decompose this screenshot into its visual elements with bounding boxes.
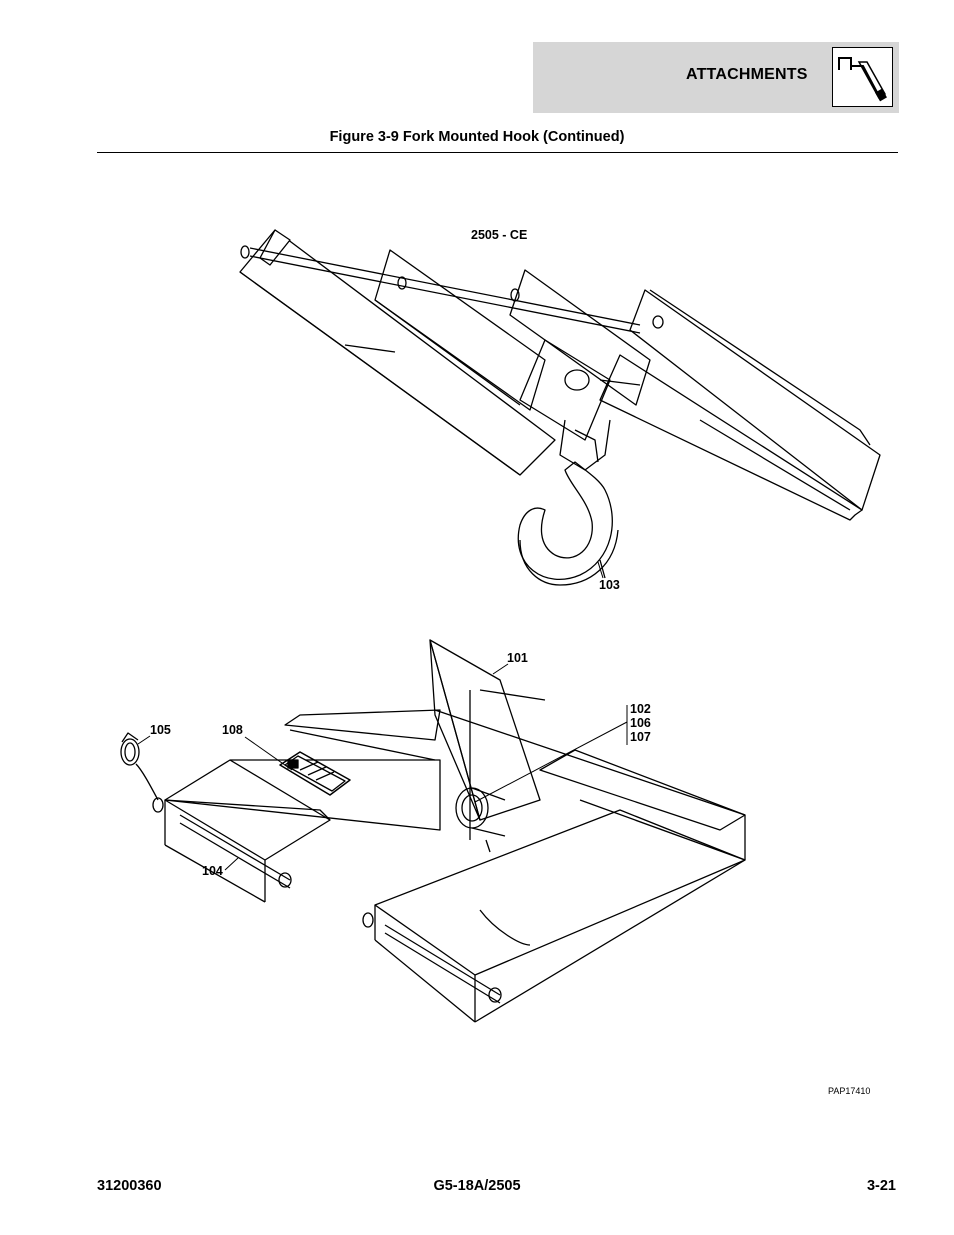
footer-page-number: 3-21 bbox=[866, 1178, 896, 1194]
drawing-id: PAP17410 bbox=[828, 1086, 871, 1096]
section-title: ATTACHMENTS bbox=[686, 66, 808, 83]
callout-107: 107 bbox=[630, 730, 651, 744]
callout-102: 102 bbox=[630, 702, 651, 716]
footer-doc-number: 31200360 bbox=[97, 1178, 162, 1194]
lower-frame-assembly bbox=[120, 639, 746, 1023]
attachments-hook-icon bbox=[832, 47, 893, 107]
callout-108: 108 bbox=[222, 723, 243, 737]
callout-101: 101 bbox=[507, 651, 528, 665]
footer-model: G5-18A/2505 bbox=[433, 1178, 521, 1194]
figure-title: Figure 3-9 Fork Mounted Hook (Continued) bbox=[329, 129, 625, 145]
leader-lines bbox=[137, 561, 628, 871]
safety-decal bbox=[279, 751, 351, 796]
callout-105: 105 bbox=[150, 723, 171, 737]
header-rule bbox=[97, 152, 898, 153]
pin-lanyard bbox=[120, 732, 159, 801]
callout-106: 106 bbox=[630, 716, 651, 730]
upper-hook-assembly bbox=[239, 229, 881, 586]
callout-103: 103 bbox=[599, 578, 620, 592]
callout-104: 104 bbox=[202, 864, 223, 878]
model-label: 2505 - CE bbox=[471, 228, 528, 242]
